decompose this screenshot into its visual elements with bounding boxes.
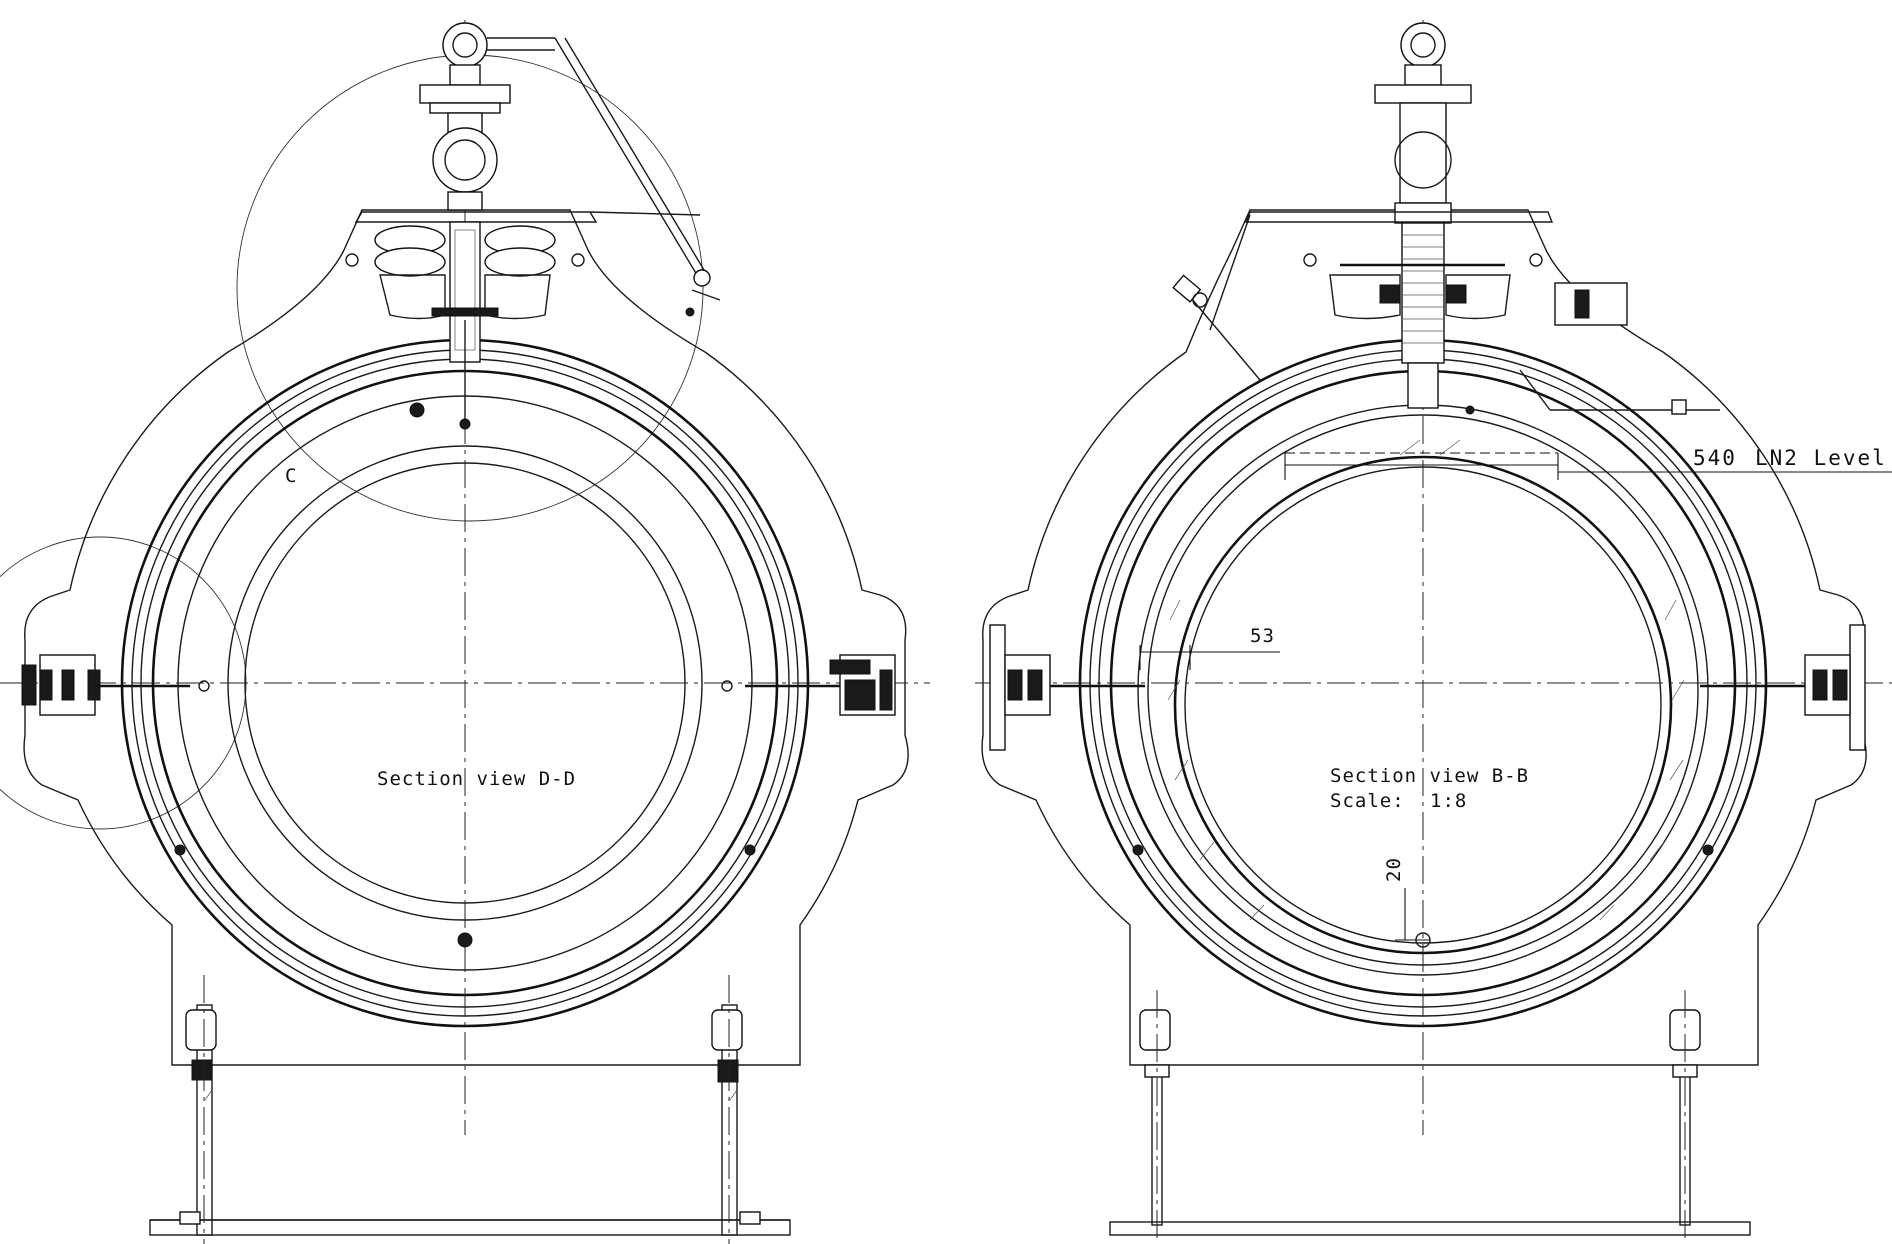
dim-53: 53: [1250, 625, 1275, 647]
left-caption: Section view D-D: [377, 768, 576, 790]
right-caption: Section view B-B: [1330, 765, 1529, 787]
left-side-flange: [21, 654, 190, 716]
instrument-box: [1554, 282, 1628, 326]
level-label: LN2 Level: [1755, 446, 1887, 470]
right-view-side-flanges: [989, 624, 1866, 751]
wall-hatching: [1167, 439, 1685, 921]
dim-20: 20: [1383, 857, 1405, 882]
scale-label: Scale:: [1330, 790, 1405, 812]
right-support-frame: [1109, 844, 1751, 1244]
level-value: 540: [1693, 446, 1737, 470]
right-side-flange: [745, 654, 896, 716]
lever-rod: [554, 37, 701, 281]
fill-tower: [1172, 22, 1720, 948]
left-view-section-d-d: C Section view D-D: [0, 20, 930, 1244]
housing-outline: [23, 209, 909, 1066]
valve-body: [432, 127, 498, 193]
top-valve-assembly: [198, 22, 733, 948]
elbow-top: [442, 22, 488, 68]
ln2-level-label: 540 LN2 Level: [1693, 446, 1887, 470]
left-support-frame: [149, 844, 791, 1244]
scale-value: 1:8: [1430, 790, 1467, 812]
right-view-section-b-b: 540 LN2 Level 53 20: [975, 20, 1892, 1244]
detail-marker-c: C: [285, 465, 297, 487]
bellows-column: [1401, 222, 1445, 364]
